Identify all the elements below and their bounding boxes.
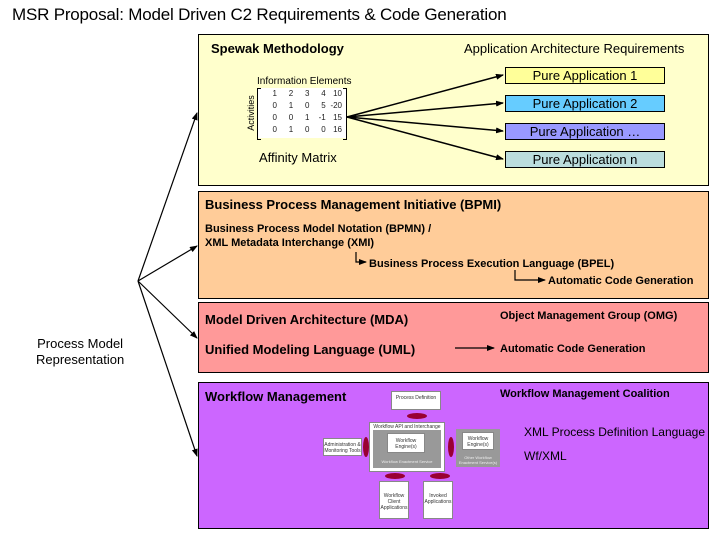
matrix-cell: 0 [272,125,277,134]
matrix-cell: 5 [321,101,326,110]
matrix-cell: -1 [318,113,326,122]
spewak-heading: Spewak Methodology [211,41,344,56]
matrix-row: 0 0 1 -1 15 [257,112,347,124]
pure-application-n: Pure Application n [505,151,665,168]
admin-tools-box: Administration & Monitoring Tools [323,438,362,456]
interface-4-icon [448,437,454,457]
spewak-panel: Spewak Methodology Application Architect… [198,34,709,186]
arrow-to-app-etc [346,116,504,134]
arrow-bpel-to-codegen [514,270,546,283]
matrix-cell: 2 [288,89,294,98]
process-model-label: Process Model Representation [36,336,124,368]
arrow-to-workflow [137,280,198,457]
matrix-cell: 0 [321,125,326,134]
mda-heading: Model Driven Architecture (MDA) [205,312,409,327]
wfmc-label: Workflow Management Coalition [500,388,670,400]
process-definition-box: Process Definition [391,391,441,410]
matrix-row: 0 1 0 5 -20 [257,100,347,112]
bpmn-label: Business Process Model Notation (BPMN) / [205,223,432,235]
interface-1-icon [407,413,427,419]
slide-title: MSR Proposal: Model Driven C2 Requiremen… [12,5,507,24]
process-model-label-line1: Process Model [37,336,124,351]
omg-label: Object Management Group (OMG) [500,310,678,322]
client-apps-box: Workflow Client Applications [379,481,409,519]
invoked-apps-box: Invoked Applications [423,481,453,519]
arrow-to-bpmi [137,245,198,282]
arrow-to-mda [137,280,198,339]
enactment-service-label: Workflow Enactment Service [381,459,433,464]
pure-application-1: Pure Application 1 [505,67,665,84]
uml-label: Unified Modeling Language (UML) [205,342,416,357]
matrix-cell: -20 [330,101,342,110]
matrix-cell: 1 [272,89,277,98]
matrix-cell: 1 [288,101,294,110]
affinity-matrix-caption: Affinity Matrix [259,150,337,165]
other-engine-box: Workflow Engine(s) [462,432,494,450]
interface-3-icon [430,473,450,479]
workflow-engine-box: Workflow Engine(s) [387,433,425,453]
arrow-xmi-to-bpel [355,252,367,265]
arrow-to-app-2 [346,100,504,118]
mda-panel: Model Driven Architecture (MDA) Object M… [198,302,709,373]
bpmi-codegen-label: Automatic Code Generation [548,275,694,287]
bpmi-heading: Business Process Management Initiative (… [205,197,502,212]
bpmi-panel: Business Process Management Initiative (… [198,191,709,299]
xpdl-label: XML Process Definition Language [524,425,705,439]
matrix-cell: 3 [305,89,310,98]
matrix-cell: 0 [272,113,277,122]
matrix-left-bracket [257,88,261,140]
interface-2-icon [385,473,405,479]
matrix-cell: 0 [305,101,310,110]
information-elements-label: Information Elements [257,76,352,87]
interface-5-icon [363,437,369,457]
process-model-label-line2: Representation [36,352,125,367]
other-enactment-label: Other Workflow Enactment Service(s) [458,455,498,465]
workflow-heading: Workflow Management [205,389,347,404]
xmi-label: XML Metadata Interchange (XMI) [205,237,375,249]
matrix-cell: 1 [288,125,294,134]
matrix-cell: 16 [333,125,342,134]
matrix-row: 1 2 3 4 10 [257,88,347,100]
pure-application-etc: Pure Application … [505,123,665,140]
arrow-to-app-n [346,116,504,161]
workflow-api-label: Workflow API and Interchange [373,424,441,430]
matrix-cell: 4 [321,89,326,98]
mda-codegen-label: Automatic Code Generation [500,343,646,355]
matrix-cell: 1 [305,113,310,122]
bpel-label: Business Process Execution Language (BPE… [369,258,615,270]
app-arch-heading: Application Architecture Requirements [464,41,685,56]
matrix-cell: 0 [272,101,277,110]
matrix-row: 0 1 0 0 16 [257,124,347,136]
wfxml-label: Wf/XML [524,449,567,463]
matrix-cell: 0 [305,125,310,134]
workflow-panel: Workflow Management Workflow Management … [198,382,709,529]
matrix-cell: 0 [288,113,294,122]
arrow-to-app-1 [346,73,504,118]
matrix-right-bracket [343,88,347,140]
pure-application-2: Pure Application 2 [505,95,665,112]
matrix-cell: 10 [333,89,342,98]
matrix-cell: 15 [333,113,342,122]
arrow-to-spewak [137,112,198,282]
